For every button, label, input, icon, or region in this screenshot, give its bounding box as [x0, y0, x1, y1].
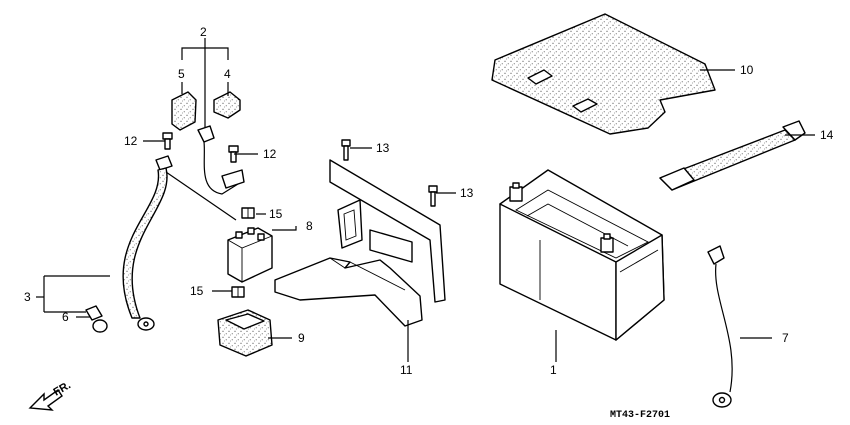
callout-9: 9 [298, 331, 305, 345]
callout-3: 3 [24, 290, 31, 304]
fuse-15-upper [241, 207, 255, 219]
callout-12-left: 12 [124, 134, 138, 148]
callout-15-upper: 15 [269, 207, 283, 221]
bolt-12-left [162, 132, 173, 150]
battery-cable-7 [707, 245, 733, 408]
bolt-13-upper [341, 139, 351, 161]
callout-labels: 1 2 3 4 5 6 7 8 9 10 11 12 12 13 13 14 1… [24, 25, 834, 377]
leader-lines [36, 38, 815, 362]
direction-label: FR. [52, 379, 73, 398]
callout-10: 10 [740, 63, 754, 77]
callout-8: 8 [306, 219, 313, 233]
callout-13-lower: 13 [460, 186, 474, 200]
callout-1: 1 [550, 363, 557, 377]
bolt-12-right [228, 145, 239, 163]
callout-13-upper: 13 [376, 141, 390, 155]
callout-5: 5 [178, 67, 185, 81]
callout-14: 14 [820, 128, 834, 142]
callout-6: 6 [62, 310, 69, 324]
fuse-15-lower [231, 286, 245, 298]
bolt-13-lower [428, 185, 438, 207]
callout-11: 11 [400, 363, 413, 377]
front-direction-arrow: FR. [28, 379, 73, 411]
bolt-6 [85, 305, 108, 333]
figure-code: MT43-F2701 [610, 410, 670, 421]
callout-12-right: 12 [263, 147, 277, 161]
relay-boot [217, 309, 273, 357]
battery-bracket [274, 159, 446, 327]
callout-4: 4 [224, 67, 231, 81]
battery-band [659, 120, 806, 191]
terminal-cap-4 [213, 91, 241, 119]
battery [499, 169, 665, 341]
terminal-cap-5 [171, 91, 197, 131]
battery-cable-3 [122, 155, 173, 331]
callout-2: 2 [200, 25, 207, 39]
callout-7: 7 [782, 331, 789, 345]
battery-cable-2 [197, 125, 245, 195]
callout-15-lower: 15 [190, 284, 204, 298]
starter-relay [227, 227, 273, 283]
battery-cover-mat [491, 13, 716, 135]
